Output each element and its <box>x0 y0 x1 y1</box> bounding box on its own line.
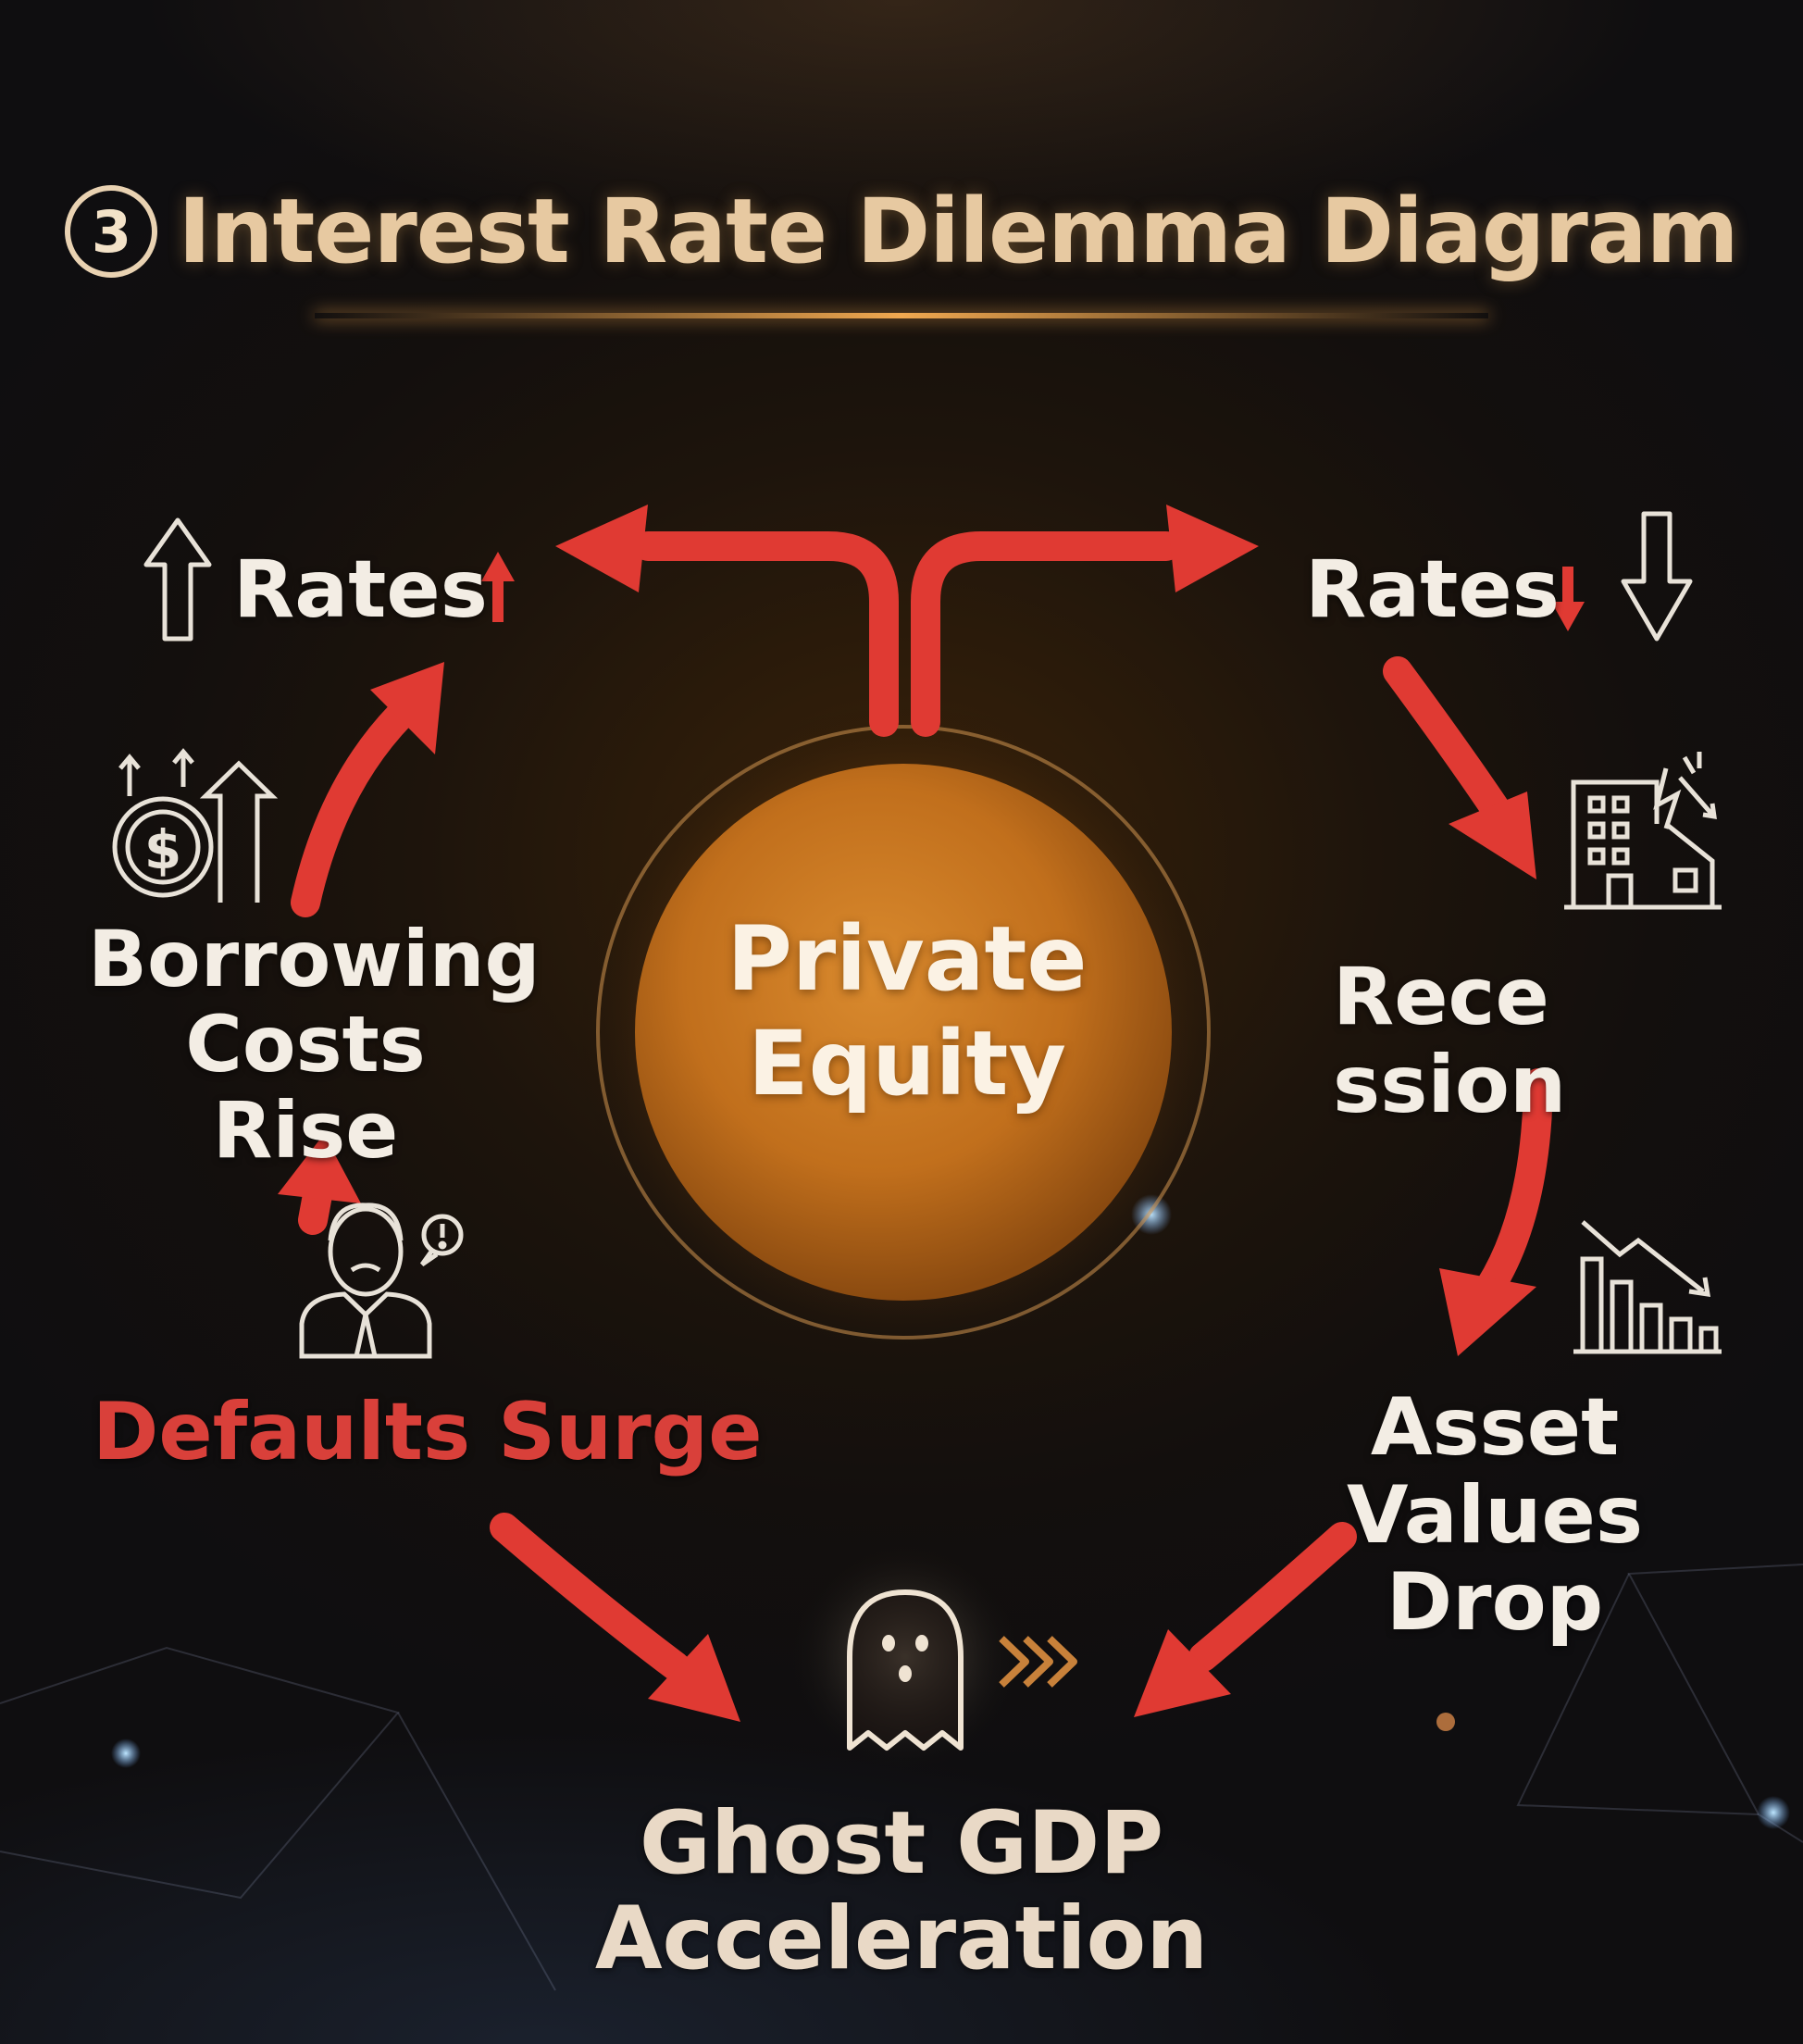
up-arrow-icon <box>143 517 212 642</box>
arrow-to-rates-down <box>911 531 1181 737</box>
center-line1: Private <box>727 907 1088 1011</box>
title-bar: 3 Interest Rate Dilemma Diagram <box>0 176 1803 287</box>
sparkle <box>1436 1713 1455 1731</box>
arrow-heads <box>278 505 1536 1722</box>
money-up-icon: $ <box>112 748 279 903</box>
center-label: Private Equity <box>648 907 1166 1117</box>
red-up-arrow-icon <box>481 552 515 622</box>
worried-person-icon <box>299 1203 464 1359</box>
rates-up-label: Rates <box>233 543 488 636</box>
arrow-defaults-to-ghost <box>490 1513 690 1681</box>
center-line2: Equity <box>747 1012 1066 1116</box>
title-underline <box>315 313 1488 318</box>
ghost-icon <box>847 1589 964 1751</box>
arrow-to-rates-up <box>633 531 899 737</box>
cycle-arrows <box>291 531 1553 1681</box>
svg-text:$: $ <box>144 818 181 881</box>
down-arrow-icon <box>1621 511 1693 642</box>
arrow-to-recession <box>1383 656 1514 829</box>
defaults-surge-label: Defaults Surge <box>93 1386 763 1478</box>
asset-line1: Asset Values <box>1346 1381 1644 1562</box>
chevrons-icon <box>999 1636 1077 1688</box>
falling-chart-icon <box>1573 1220 1722 1354</box>
step-number-badge: 3 <box>65 185 158 278</box>
private-equity-orb <box>635 764 1172 1301</box>
red-down-arrow-icon <box>1551 567 1585 631</box>
background-network <box>0 1564 1803 1991</box>
orb-ring <box>596 725 1211 1340</box>
page-title: Interest Rate Dilemma Diagram <box>178 180 1738 283</box>
arrow-to-asset-values <box>1475 1068 1553 1302</box>
rates-down-label: Rates <box>1305 543 1560 636</box>
borrowing-line1: Borrowing <box>88 914 541 1004</box>
sparkle <box>111 1739 141 1768</box>
sparkle <box>1757 1796 1790 1829</box>
borrowing-costs-label: Borrowing Costs Rise <box>88 914 541 1176</box>
damaged-building-icon <box>1564 752 1722 910</box>
asset-line2: Drop <box>1386 1556 1604 1650</box>
ghost-gdp-label: Ghost GDP Acceleration <box>594 1793 1209 1990</box>
recession-label: Rece ssion <box>1333 951 1567 1131</box>
arrow-asset-to-ghost <box>1188 1522 1357 1672</box>
borrowing-line2: Costs Rise <box>185 999 426 1176</box>
background-glow-top <box>0 0 1803 389</box>
asset-values-label: Asset Values Drop <box>1236 1384 1754 1647</box>
arrow-borrowing-to-rates <box>291 689 427 917</box>
